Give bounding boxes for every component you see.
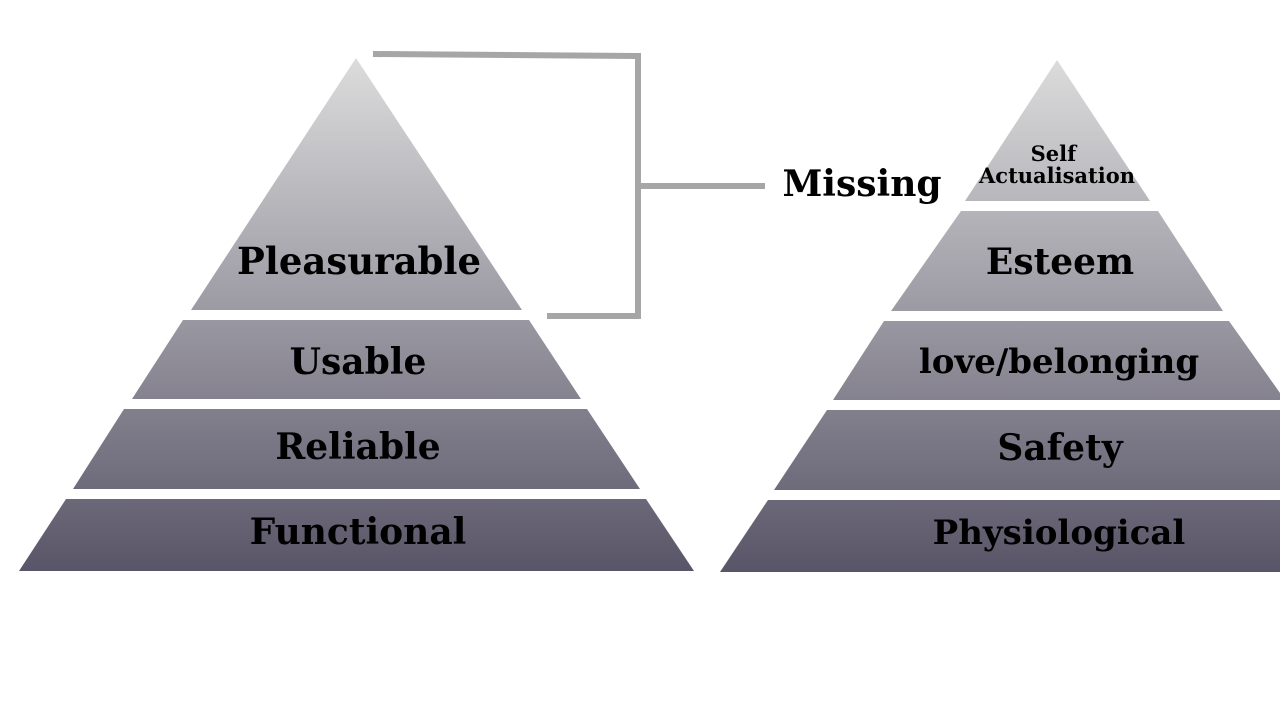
right-tier-physiological xyxy=(720,500,1280,572)
right-tier-esteem-label: Esteem xyxy=(986,241,1134,283)
right-pyramid: Self Actualisation Esteem love/belonging… xyxy=(720,60,1280,572)
left-tier-pleasurable xyxy=(191,58,522,310)
right-tier-love-belonging-label: love/belonging xyxy=(919,342,1199,382)
left-tier-functional-label: Functional xyxy=(250,511,467,553)
missing-connector: Missing xyxy=(372,51,942,319)
right-tier-self-actualisation-label: Self Actualisation xyxy=(978,141,1135,188)
left-tier-usable xyxy=(132,320,581,399)
right-tier-safety-label: Safety xyxy=(997,427,1123,469)
left-tier-reliable xyxy=(73,409,640,489)
right-tier-love-belonging xyxy=(833,321,1280,400)
missing-label: Missing xyxy=(782,163,941,205)
left-tier-reliable-label: Reliable xyxy=(275,426,440,468)
right-tier-self-actualisation xyxy=(965,60,1150,201)
left-tier-usable-label: Usable xyxy=(290,341,427,383)
left-tier-pleasurable-label: Pleasurable xyxy=(237,239,481,283)
right-tier-self-label-line-2: Actualisation xyxy=(978,163,1135,188)
right-tier-self-label-line-1: Self xyxy=(1031,141,1079,166)
right-tier-esteem xyxy=(891,211,1223,311)
left-tier-functional xyxy=(19,499,694,571)
right-tier-safety xyxy=(774,410,1280,490)
right-tier-physiological-label: Physiological xyxy=(933,513,1186,553)
left-pyramid: Pleasurable Usable Reliable Functional xyxy=(19,58,694,571)
